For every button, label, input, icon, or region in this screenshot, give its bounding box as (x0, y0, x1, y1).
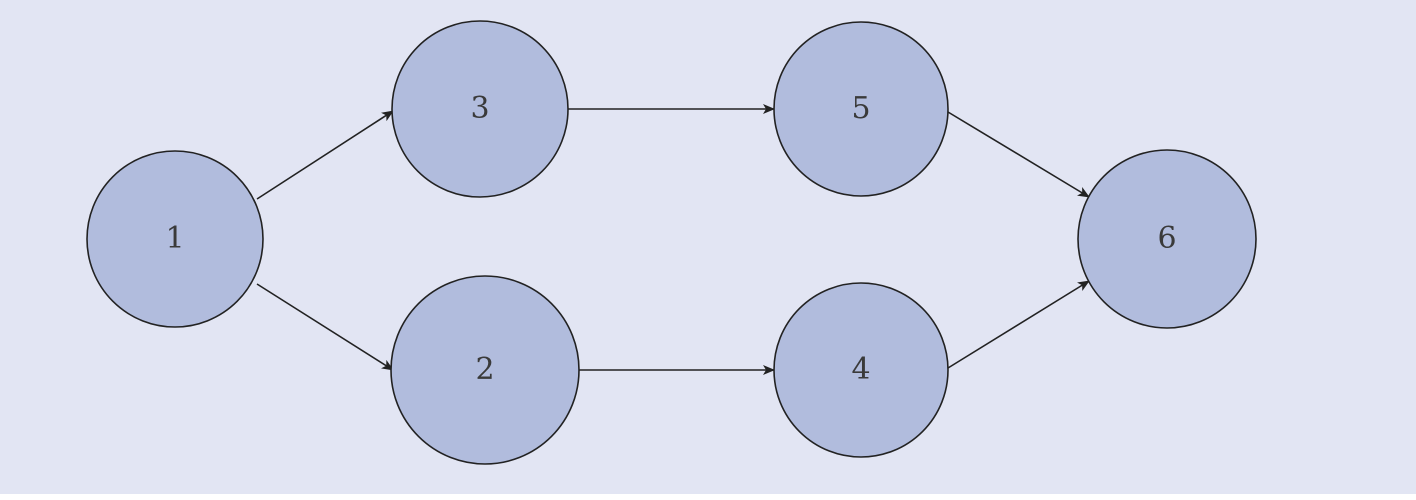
node-1: 1 (86, 150, 264, 328)
node-2: 2 (390, 275, 580, 465)
node-4: 4 (773, 282, 949, 458)
edge-5-to-6 (947, 111, 1090, 198)
node-6: 6 (1077, 149, 1257, 329)
node-1-label: 1 (165, 221, 184, 256)
node-3: 3 (391, 20, 569, 198)
node-2-label: 2 (475, 352, 494, 387)
node-5: 5 (773, 21, 949, 197)
edge-1-to-2 (256, 283, 394, 371)
bottom-divider (0, 494, 1416, 500)
node-5-label: 5 (851, 91, 870, 126)
edge-4-to-6 (947, 280, 1090, 369)
node-6-label: 6 (1157, 221, 1176, 256)
edge-1-to-3 (256, 110, 394, 200)
node-3-label: 3 (470, 91, 489, 126)
node-4-label: 4 (851, 352, 870, 387)
